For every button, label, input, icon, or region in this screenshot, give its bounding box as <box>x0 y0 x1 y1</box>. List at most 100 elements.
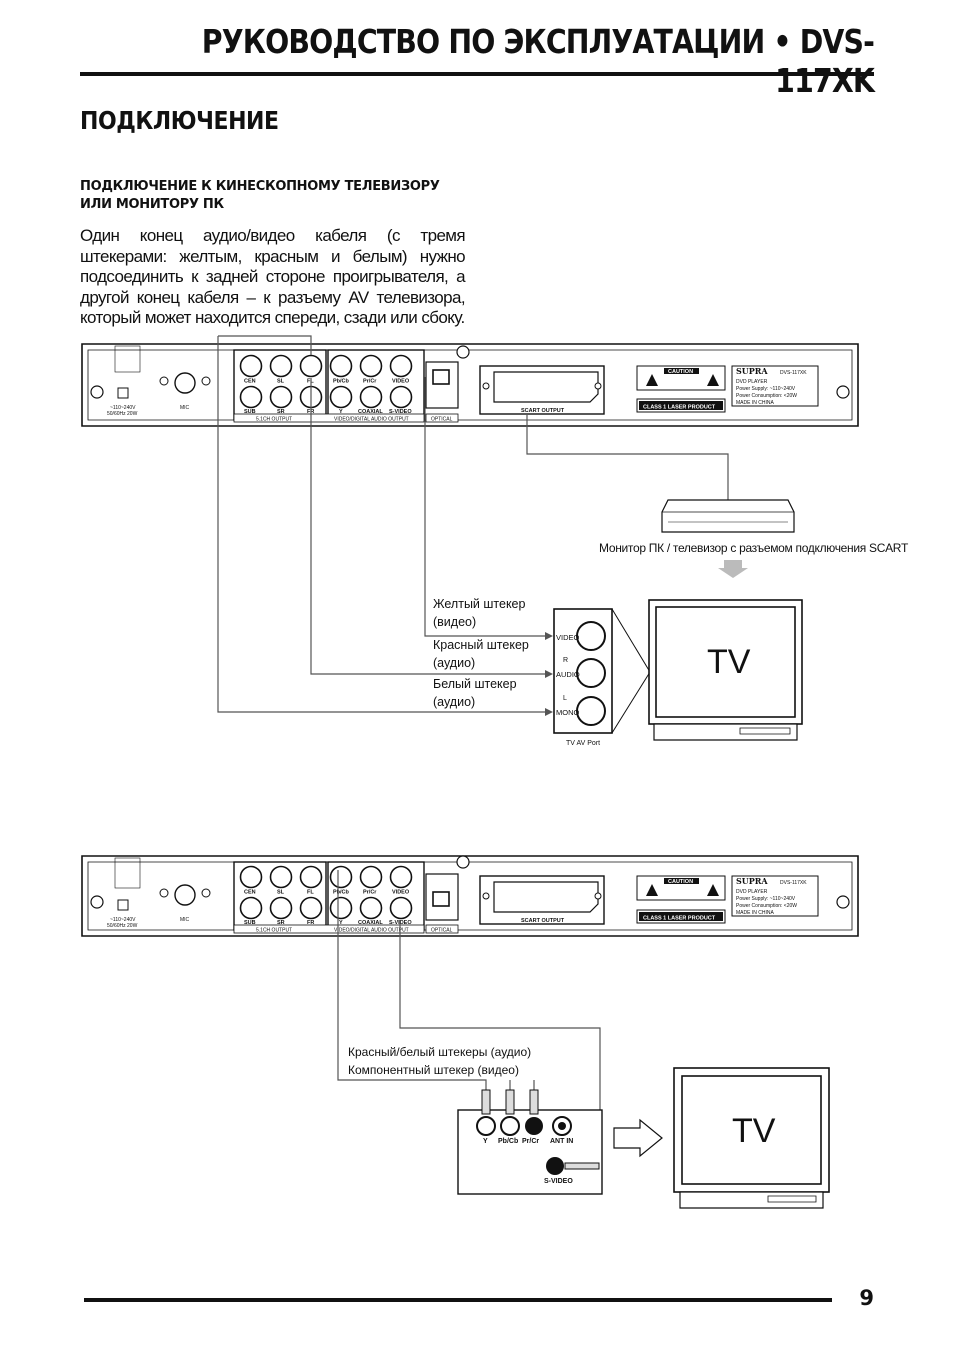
info-line: MADE IN CHINA <box>736 910 774 916</box>
footer-rule <box>84 1298 832 1302</box>
brand-label: SUPRA <box>736 366 768 376</box>
plug-icon <box>529 1089 539 1115</box>
jack-label: FL <box>307 890 314 896</box>
scart-monitor-label: Монитор ПК / телевизор с разъемом подклю… <box>599 541 909 555</box>
jack-label: S-VIDEO <box>389 409 412 415</box>
port-pr-label: Pr/Cr <box>522 1138 539 1145</box>
jack-label: SR <box>277 920 285 926</box>
scart-label: SCART OUTPUT <box>521 918 565 924</box>
info-line: Power Consumption: <20W <box>736 393 797 399</box>
jack-label: Pr/Cr <box>363 379 377 385</box>
mic-label: MIC <box>180 917 190 923</box>
jack-label: SL <box>277 890 285 896</box>
red-plug-label: Красный штекер <box>433 638 529 652</box>
jack-label: SR <box>277 409 285 415</box>
model-label: DVS-117XK <box>780 880 807 886</box>
caution-label: CAUTION <box>668 879 693 885</box>
laser-label: CLASS 1 LASER PRODUCT <box>643 405 716 411</box>
yellow-plug-label: Желтый штекер <box>433 597 526 611</box>
jack-label: CEN <box>244 890 256 896</box>
optical-label: OPTICAL <box>431 417 453 423</box>
plug-icon <box>481 1089 491 1115</box>
page-number: 9 <box>859 1286 874 1310</box>
optical-port-icon <box>432 369 450 385</box>
port-y-label: Y <box>483 1138 488 1145</box>
red-plug-sub: (аудио) <box>433 656 475 670</box>
subsection-body: Один конец аудио/видео кабеля (с тремя ш… <box>80 226 466 327</box>
power-label-2: 50/60Hz 20W <box>107 411 138 417</box>
warning-icon <box>646 374 658 386</box>
jack-label: Pr/Cr <box>363 890 377 896</box>
group-video-label: VIDEO/DIGITAL AUDIO OUTPUT <box>334 417 409 423</box>
page-header-title: РУКОВОДСТВО ПО ЭКСПЛУАТАЦИИ • DVS-117XK <box>201 22 875 100</box>
info-line: Power Supply: ~110~240V <box>736 386 796 392</box>
port-audio-label: AUDIO <box>556 670 580 679</box>
player-rear-panel-1: ~110~240V 50/60Hz 20W MIC 5.1CH OUTPUT V… <box>81 343 859 427</box>
tv-icon-2: TV <box>673 1067 830 1209</box>
jack-label: COAXIAL <box>358 920 383 926</box>
white-plug-sub: (аудио) <box>433 695 475 709</box>
port-caption: TV AV Port <box>566 740 600 747</box>
arrow-right-icon <box>613 1118 663 1158</box>
tv-label: TV <box>707 643 751 681</box>
jack-label: Y <box>339 920 343 926</box>
port-svideo-label: S-VIDEO <box>544 1178 573 1185</box>
info-line: Power Supply: ~110~240V <box>736 896 796 902</box>
player-rear-panel-2: ~110~240V 50/60Hz 20W MIC 5.1CH OUTPUT V… <box>81 855 859 937</box>
caution-label: CAUTION <box>668 369 693 375</box>
jack-label: Y <box>339 409 343 415</box>
jack-label: S-VIDEO <box>389 920 412 926</box>
group-51-label: 5.1CH OUTPUT <box>256 417 292 423</box>
power-socket-icon <box>117 387 129 399</box>
info-line: MADE IN CHINA <box>736 400 774 406</box>
port-pb-label: Pb/Cb <box>498 1138 518 1145</box>
white-plug-label: Белый штекер <box>433 677 517 691</box>
screw-hole-icon <box>90 385 104 399</box>
tv-label: TV <box>732 1112 776 1150</box>
jack-label: Pb/Cb <box>333 890 350 896</box>
section-title: ПОДКЛЮЧЕНИЕ <box>80 106 279 135</box>
tv-component-port-panel: Y Pb/Cb Pr/Cr ANT IN S-VIDEO <box>457 1089 603 1195</box>
diagram1-arrowheads <box>545 632 553 716</box>
port-video-label: VIDEO <box>556 633 580 642</box>
jack-label: SUB <box>244 409 256 415</box>
power-label-2: 50/60Hz 20W <box>107 923 138 929</box>
arrow-down-icon <box>718 560 748 578</box>
mic-label: MIC <box>180 405 190 411</box>
optical-label: OPTICAL <box>431 928 453 934</box>
info-line: DVD PLAYER <box>736 379 768 385</box>
diagram1-cables <box>217 335 729 713</box>
port-l-label: L <box>563 695 567 702</box>
port-ant-label: ANT IN <box>550 1138 573 1145</box>
svideo-port-icon <box>546 1157 564 1175</box>
jack-label: VIDEO <box>392 379 410 385</box>
jack-label: FR <box>307 920 314 926</box>
power-label: ~110~240V <box>110 405 136 411</box>
diagram2-label-2: Компонентный штекер (видео) <box>348 1063 519 1077</box>
brand-label: SUPRA <box>736 876 768 886</box>
jack-label: SL <box>277 379 285 385</box>
power-label: ~110~240V <box>110 917 136 923</box>
info-line: Power Consumption: <20W <box>736 903 797 909</box>
yellow-plug-sub: (видео) <box>433 615 476 629</box>
screw-hole-icon <box>836 385 850 399</box>
scart-label: SCART OUTPUT <box>521 408 565 414</box>
scart-port-icon <box>493 371 599 403</box>
jack-label: SUB <box>244 920 256 926</box>
group-51-label: 5.1CH OUTPUT <box>256 928 292 934</box>
header-rule <box>80 72 874 76</box>
scart-monitor-icon <box>661 499 795 533</box>
warning-icon <box>707 374 719 386</box>
tv-icon-1: TV <box>648 599 803 741</box>
jack-label: CEN <box>244 379 256 385</box>
model-label: DVS-117XK <box>780 370 807 376</box>
jack-label: COAXIAL <box>358 409 383 415</box>
plug-icon <box>505 1089 515 1115</box>
info-line: DVD PLAYER <box>736 889 768 895</box>
group-video-label: VIDEO/DIGITAL AUDIO OUTPUT <box>334 928 409 934</box>
jack-label: VIDEO <box>392 890 410 896</box>
laser-label: CLASS 1 LASER PRODUCT <box>643 916 716 922</box>
mic-jack-icon <box>174 372 196 394</box>
port-mono-label: MONO <box>556 708 579 717</box>
tv-av-port: VIDEO R AUDIO L MONO TV AV Port <box>553 608 613 747</box>
